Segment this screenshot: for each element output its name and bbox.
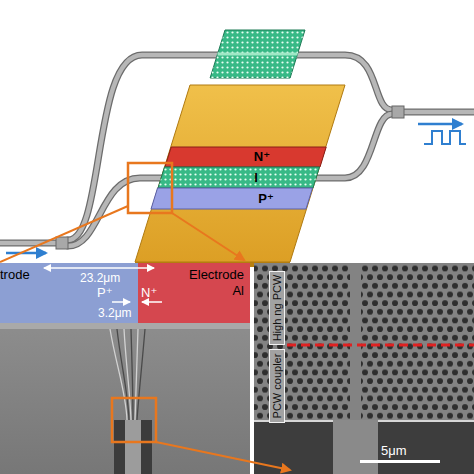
pcw-line-defect (218, 53, 298, 56)
photonic-crystal (254, 263, 474, 420)
output-waveguide (404, 110, 474, 115)
combiner (392, 106, 404, 118)
n-electrode-region: N⁺ Electrode Al (138, 263, 250, 323)
band-fill (165, 147, 326, 167)
waveguide-fan (110, 329, 145, 420)
strip-waveguide (114, 420, 152, 474)
zoom-arrow (156, 442, 290, 470)
access-waveguide-core (333, 420, 378, 474)
pcw-slab (210, 30, 305, 78)
dimension-arrow (142, 301, 162, 303)
region-label: PCW coupler (270, 350, 284, 422)
fan-line (124, 329, 131, 420)
strip-waveguide-core (125, 420, 141, 474)
splitter (56, 237, 68, 249)
scale-bar (360, 460, 440, 463)
access-waveguide (254, 420, 474, 474)
band-shape (151, 188, 313, 209)
fan-line (131, 329, 133, 420)
sem-background (0, 263, 250, 474)
zoom-box (112, 398, 156, 442)
electrode-label: Electrode Al (178, 267, 244, 299)
line-defect (350, 263, 361, 420)
dimension-arrow (112, 301, 130, 303)
input-waveguide (0, 240, 58, 247)
electrode-slab (135, 85, 345, 262)
output-waveguide (404, 109, 474, 116)
intrinsic-band: I (158, 167, 320, 188)
fan-line (137, 329, 145, 420)
pcw-holes (210, 30, 305, 78)
sem-background (254, 263, 474, 474)
band-shape (165, 147, 326, 167)
boundary-line (287, 344, 474, 347)
input-arrow (6, 252, 46, 255)
band-label: N⁺ (254, 147, 270, 167)
p-electrode-region: trodeP⁺ (0, 263, 138, 323)
input-waveguide (0, 241, 58, 246)
band-fill (158, 167, 320, 188)
band-label: I (254, 167, 258, 188)
p-doped-band: P⁺ (151, 188, 313, 209)
electrode-label: trode (0, 267, 30, 283)
scale-label: 5μm (381, 443, 407, 458)
band-shape (158, 167, 320, 188)
zoom-line (0, 206, 128, 262)
doping-label: P⁺ (97, 285, 113, 301)
n-doped-band: N⁺ (165, 147, 326, 167)
zoom-box (128, 163, 172, 213)
band-holes (158, 167, 320, 188)
region-label: High ng PCW (270, 272, 284, 344)
edge-highlight (254, 420, 474, 422)
electrode-edge (0, 323, 250, 329)
dimension-arrow (44, 267, 154, 269)
output-arrow (418, 123, 462, 126)
doping-label: N⁺ (141, 285, 157, 301)
band-fill (151, 188, 313, 209)
band-label: P⁺ (258, 188, 274, 209)
region-label-box: High ng PCW (269, 271, 285, 345)
square-wave (424, 131, 466, 144)
region-label-box: PCW coupler (269, 349, 285, 423)
zoom-arrow (172, 213, 244, 260)
